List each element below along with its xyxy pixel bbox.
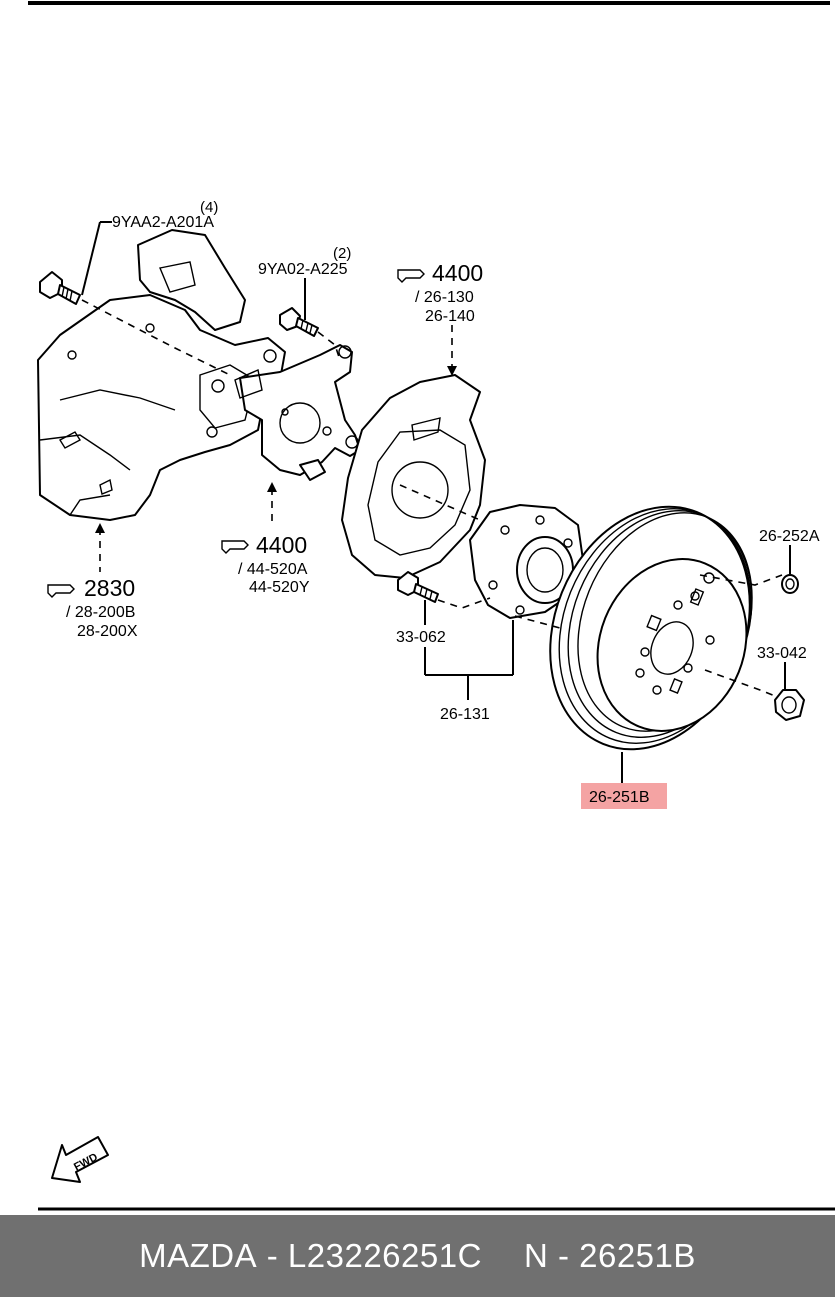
label-ref-4400-top-a: / 26-130	[415, 289, 474, 306]
label-bolt-upper: 9YAA2-A201A	[112, 214, 214, 231]
label-ref-4400-top-b: 26-140	[425, 308, 475, 325]
nut-33042-drawing	[774, 689, 805, 721]
footer-catalog-prefix: N	[523, 1237, 549, 1274]
footer-separator-1: -	[257, 1237, 288, 1274]
label-bolt-upper-qty: (4)	[200, 199, 218, 216]
label-part-33062: 33-062	[396, 629, 446, 646]
footer-brand: MAZDA	[139, 1237, 258, 1274]
footer-separator-2: -	[548, 1237, 580, 1274]
bracket-drawing	[234, 344, 361, 481]
label-ref-4400-bottom-b: 44-520Y	[249, 579, 310, 596]
label-bolt-mid: 9YA02-A225	[258, 261, 348, 278]
label-bolt-mid-qty: (2)	[333, 245, 351, 262]
parts-diagram: (4) 9YAA2-A201A (2) 9YA02-A225 4400 / 26…	[28, 1, 835, 1211]
knuckle-drawing	[37, 229, 286, 521]
pointer-hand-icon	[47, 269, 425, 598]
dust-shield-drawing	[341, 374, 486, 579]
footer-bar: MAZDA - L23226251C N - 26251B	[0, 1215, 835, 1297]
upper-bolt-drawing	[39, 271, 81, 305]
label-ref-4400-top: 4400	[432, 260, 483, 286]
label-part-33042: 33-042	[757, 645, 807, 662]
hub-bearing-drawing	[469, 504, 584, 619]
label-ref-2830-b: 28-200X	[77, 623, 138, 640]
label-ref-4400-bottom-a: / 44-520A	[238, 561, 308, 578]
label-ref-2830: 2830	[84, 575, 135, 601]
fwd-arrow-icon: FWD	[51, 1136, 109, 1183]
nut-26252a-drawing	[781, 574, 799, 594]
hub-bolt-drawing	[397, 571, 439, 603]
label-part-26131: 26-131	[440, 706, 490, 723]
label-ref-2830-a: / 28-200B	[66, 604, 135, 621]
footer-part-number: L23226251C	[287, 1237, 482, 1274]
brake-disc-drawing	[549, 505, 753, 751]
label-ref-4400-bottom: 4400	[256, 532, 307, 558]
mid-bolt-drawing	[279, 307, 319, 337]
label-part-26252a: 26-252A	[759, 528, 820, 545]
highlight-box	[581, 783, 667, 809]
footer-catalog-number: 26251B	[579, 1237, 696, 1274]
label-part-26251b[interactable]: 26-251B	[589, 789, 650, 806]
